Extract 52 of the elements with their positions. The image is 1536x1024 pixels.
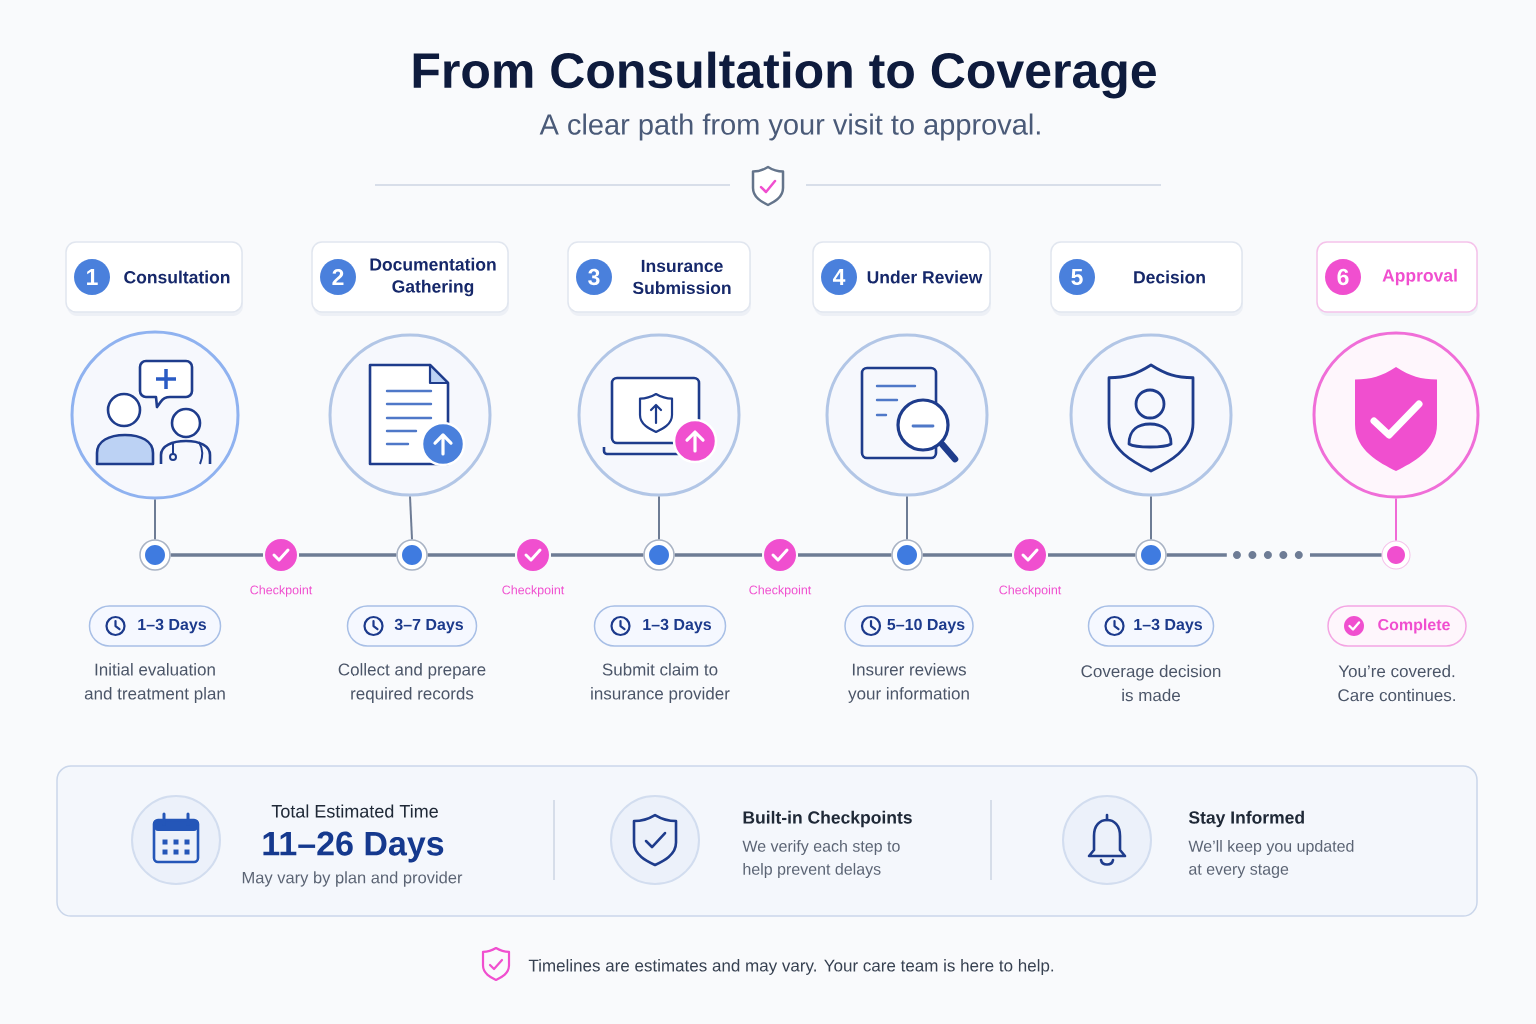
checkpoint-label: Checkpoint	[502, 585, 565, 597]
checkpoint-label: Checkpoint	[999, 585, 1062, 597]
feature-text: We’ll keep you updated at every stage	[1188, 840, 1354, 878]
feature-title: Stay Informed	[1188, 810, 1304, 828]
timeline-line	[299, 553, 397, 557]
timeline-dot	[139, 539, 171, 571]
timeline-line	[922, 553, 1012, 557]
dotted-line	[1166, 551, 1382, 559]
timeline-dot	[396, 539, 428, 571]
number-badge: 2	[320, 259, 356, 295]
step-description: Insurer reviews your information	[848, 663, 969, 703]
timeline-line	[1048, 553, 1136, 557]
connector-line	[906, 495, 908, 541]
timeline-dot	[1135, 539, 1167, 571]
panel-note: May vary by plan and provider	[242, 871, 463, 887]
connector-line	[1395, 497, 1397, 542]
number-badge: 1	[74, 259, 110, 295]
timeline-line	[170, 553, 263, 557]
number-badge: 5	[1059, 259, 1095, 295]
timeline-line	[674, 553, 762, 557]
step-description: Collect and prepare required records	[338, 663, 486, 703]
duration-pill: 1–3 Days	[1087, 605, 1215, 647]
timeline-line	[798, 553, 892, 557]
checkpoint-label: Checkpoint	[250, 585, 313, 597]
step-description: Coverage decision is made	[1081, 664, 1221, 702]
duration-pill: 5–10 Days	[844, 605, 974, 647]
footer-note: Timelines are estimates and may vary. Your care team is here to help.	[528, 959, 1054, 975]
step-description: You’re covered. Care continues.	[1338, 664, 1455, 702]
step-description: Initial evaluation and treatment plan	[84, 663, 225, 703]
duration-pill: 1–3 Days	[88, 605, 222, 647]
panel-heading: Total Estimated Time	[271, 804, 438, 818]
total-duration: 11–26 Days	[263, 831, 444, 863]
step-description: Submit claim to insurance provider	[591, 663, 730, 703]
duration-pill: 1–3 Days	[593, 605, 727, 647]
end-dot	[1381, 540, 1411, 570]
feature-text: We verify each step to help prevent delays	[742, 840, 900, 878]
checkpoint-label: Checkpoint	[749, 585, 812, 597]
connector-line	[409, 495, 413, 541]
timeline-dot	[891, 539, 923, 571]
feature-title: Built-in Checkpoints	[743, 810, 912, 828]
connector-line	[1150, 495, 1152, 541]
timeline-line	[427, 553, 515, 557]
timeline-line	[551, 553, 644, 557]
connector-line	[658, 495, 660, 541]
subtitle: A clear path from your visit to approval.	[539, 113, 1040, 141]
number-badge: 4	[821, 259, 857, 295]
number-badge: 3	[576, 259, 612, 295]
title: From Consultation to Coverage	[413, 51, 1156, 99]
timeline-dot	[643, 539, 675, 571]
connector-line	[154, 498, 156, 541]
number-badge: 6	[1325, 259, 1361, 295]
duration-pill: 3–7 Days	[346, 605, 478, 647]
